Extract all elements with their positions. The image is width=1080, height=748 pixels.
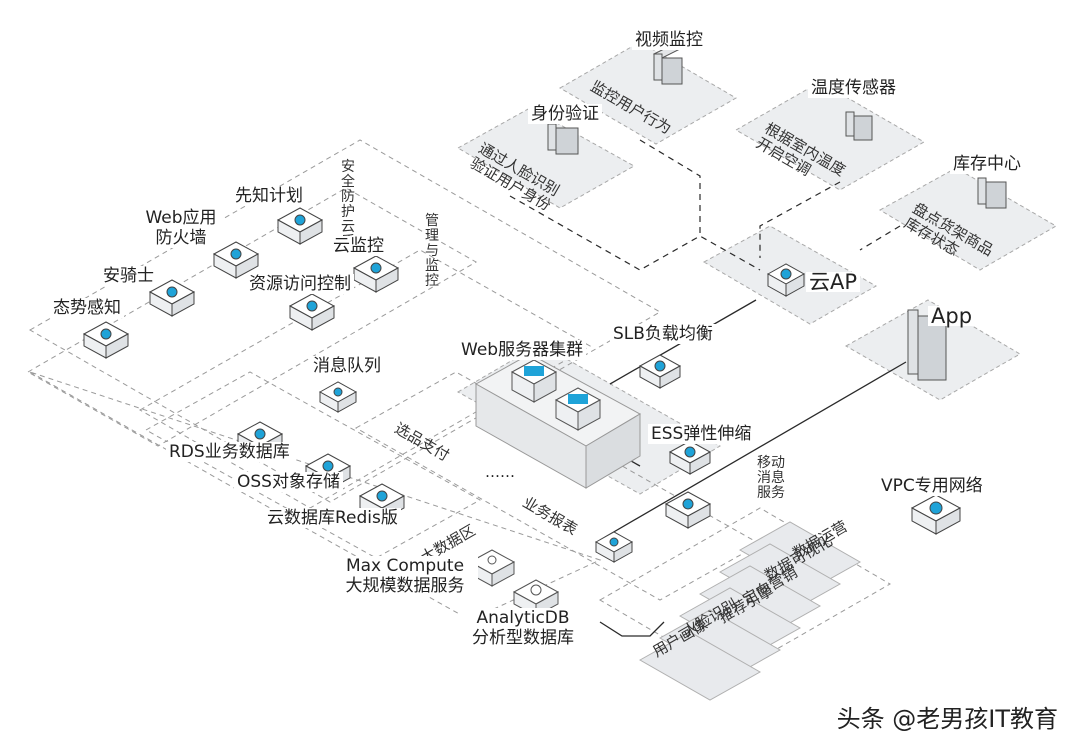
ess-label: ESS弹性伸缩 bbox=[648, 424, 755, 444]
ram-cube bbox=[288, 293, 336, 331]
identity-label: 身份验证 bbox=[528, 104, 602, 124]
phone-icon bbox=[907, 309, 947, 381]
dots-text: …… bbox=[485, 463, 515, 481]
link-analytic bbox=[599, 621, 665, 637]
maxcompute-label: Max Compute 大规模数据服务 bbox=[332, 556, 478, 596]
temp-sensor-icon bbox=[845, 111, 873, 141]
web-cluster-boxes bbox=[474, 353, 642, 489]
zone-shelf bbox=[878, 167, 1057, 271]
inventory-center-label: 库存中心 bbox=[950, 154, 1024, 174]
slb-label: SLB负载均衡 bbox=[610, 324, 716, 344]
cloud-ap-label: 云AP bbox=[806, 272, 861, 293]
zone-mgmt bbox=[138, 249, 592, 509]
zone-ac bbox=[734, 81, 926, 191]
warehouse-icon bbox=[977, 177, 1007, 209]
anqishi-label: 安骑士 bbox=[100, 266, 157, 286]
zone-face-verify bbox=[456, 107, 636, 209]
video-monitor-label: 视频监控 bbox=[632, 30, 706, 50]
anqishi-cube bbox=[148, 279, 196, 317]
mq-cube bbox=[318, 381, 358, 413]
video-cam-icon bbox=[652, 43, 684, 85]
mobile-push-cube bbox=[664, 491, 712, 529]
vpc-cube bbox=[910, 494, 962, 535]
rds-label: RDS业务数据库 bbox=[166, 442, 293, 462]
xianzhi-label: 先知计划 bbox=[232, 186, 306, 206]
watermark: 头条 @老男孩IT教育 bbox=[836, 705, 1058, 733]
app-label: App bbox=[928, 306, 976, 327]
biz-report-cube bbox=[594, 531, 634, 563]
waf-label: Web应用 防火墙 bbox=[138, 208, 224, 248]
id-card-icon bbox=[547, 123, 579, 155]
xianzhi-cube bbox=[276, 207, 324, 245]
situational-label: 态势感知 bbox=[50, 298, 124, 318]
cloud-monitor-label: 云监控 bbox=[330, 236, 387, 256]
cloud-ap-cube bbox=[766, 263, 806, 297]
ram-label: 资源访问控制 bbox=[246, 274, 354, 294]
analyticdb-label: AnalyticDB 分析型数据库 bbox=[458, 608, 588, 648]
mq-label: 消息队列 bbox=[310, 356, 384, 376]
link-face-ap bbox=[509, 195, 761, 271]
service-cubes bbox=[82, 207, 962, 563]
vpc-label: VPC专用网络 bbox=[878, 476, 986, 496]
temp-sensor-label: 温度传感器 bbox=[808, 78, 899, 98]
waf-cube bbox=[212, 241, 260, 279]
situational-cube bbox=[82, 321, 130, 359]
oss-label: OSS对象存储 bbox=[234, 472, 343, 492]
cloud-monitor-cube bbox=[352, 255, 400, 293]
link-shelf-ap bbox=[859, 225, 901, 251]
web-cluster-label: Web服务器集群 bbox=[458, 340, 587, 360]
link-ac-ap bbox=[759, 181, 841, 258]
mgmt-group-label: 管理与监控 bbox=[425, 213, 439, 289]
nodes bbox=[547, 43, 1007, 381]
link-monitor-ap bbox=[639, 139, 701, 238]
ess-cube bbox=[668, 440, 712, 475]
slb-cube bbox=[638, 354, 682, 389]
redis-label: 云数据库Redis版 bbox=[264, 508, 401, 528]
link-app-mobile bbox=[599, 361, 907, 541]
data-app-stripes bbox=[638, 521, 862, 701]
mobile-push-label: 移动消息服务 bbox=[757, 455, 785, 501]
zone-monitor-user bbox=[559, 41, 737, 145]
